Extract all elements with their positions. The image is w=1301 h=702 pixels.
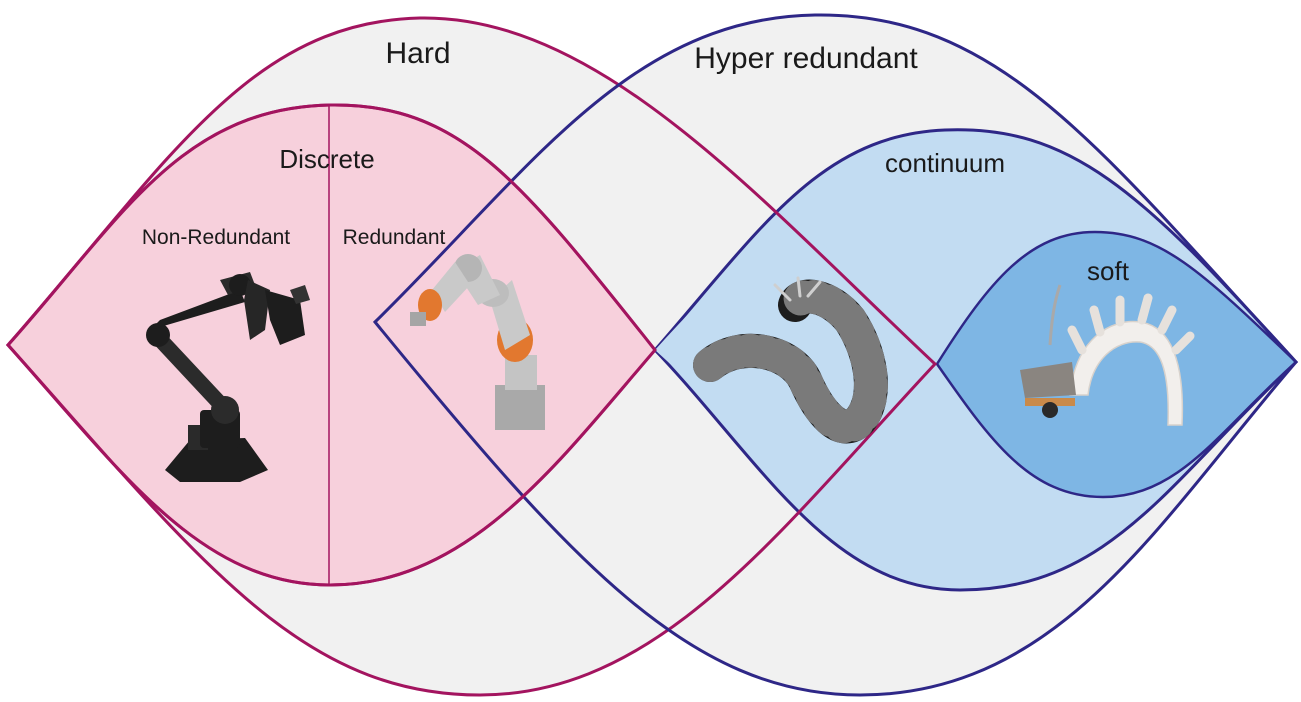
hard-outline <box>5 16 938 697</box>
continuum-robot-icon <box>693 276 888 444</box>
redundant-robot-arm-icon <box>410 254 545 430</box>
label-hard: Hard <box>385 37 450 70</box>
label-non-redundant: Non-Redundant <box>142 226 290 249</box>
soft-robot-icon <box>1020 284 1195 426</box>
discrete-outline <box>5 103 657 587</box>
label-soft: soft <box>1087 256 1130 286</box>
hyper-redundant-outline <box>372 13 1299 697</box>
label-discrete: Discrete <box>279 144 374 174</box>
label-hyper-redundant: Hyper redundant <box>694 42 918 75</box>
label-redundant: Redundant <box>343 226 446 249</box>
non-redundant-robot-arm-icon <box>146 272 310 482</box>
label-continuum: continuum <box>885 148 1005 178</box>
